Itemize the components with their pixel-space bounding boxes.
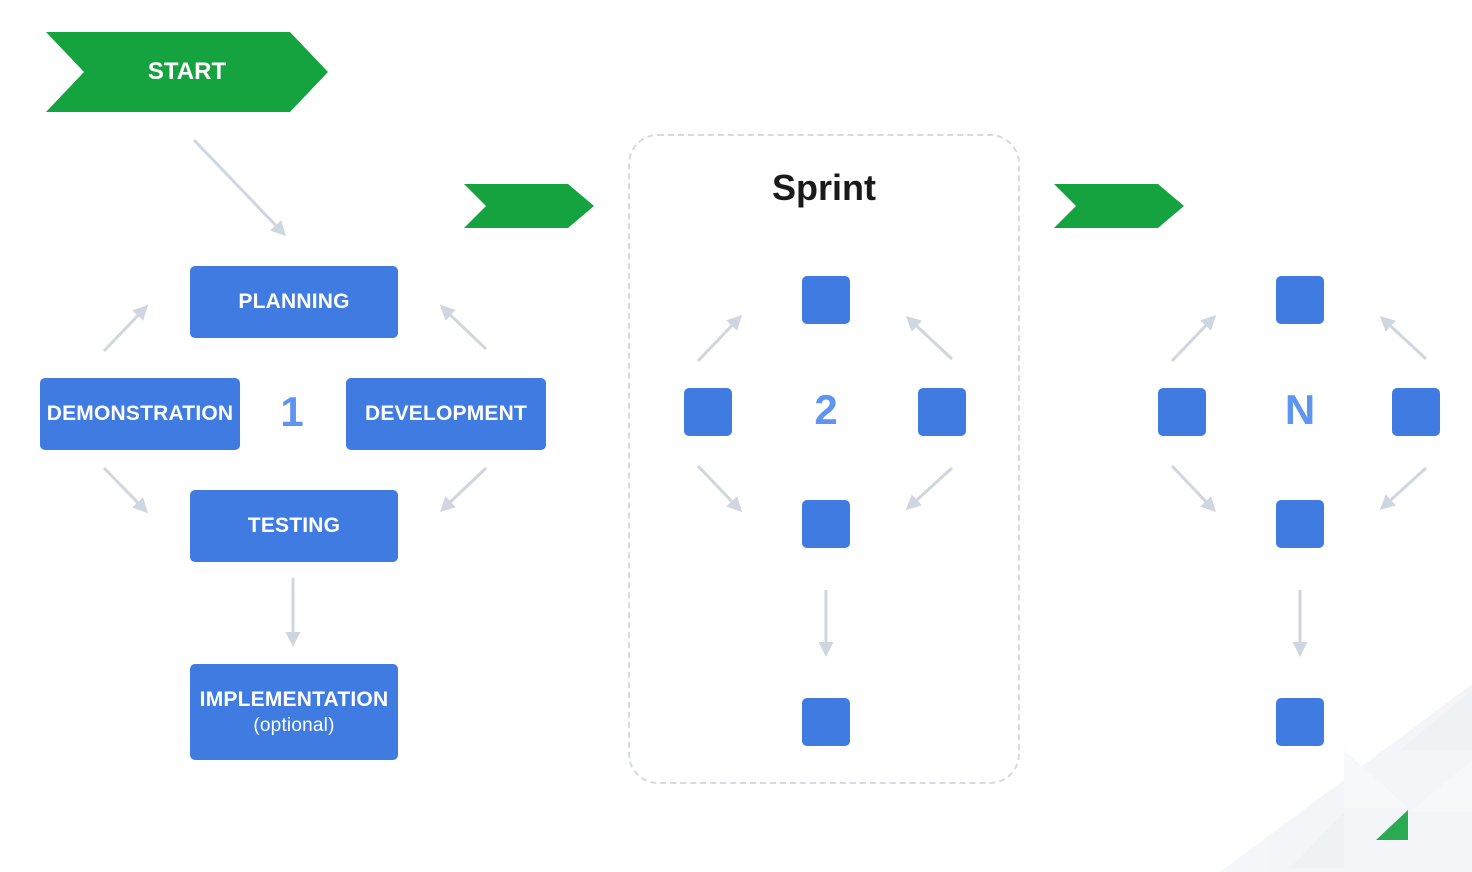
planning-box: PLANNING <box>190 266 398 338</box>
testing-box: TESTING <box>190 490 398 562</box>
green-triangle-icon <box>1376 810 1408 840</box>
chevron-to-sprint-n <box>1054 184 1184 228</box>
arrow-sn-right-to-top <box>1379 315 1428 361</box>
demonstration-label: DEMONSTRATION <box>46 402 234 425</box>
implementation-box: IMPLEMENTATION (optional) <box>190 664 398 760</box>
sprint-2-top-node <box>802 276 850 324</box>
sprint-1-number: 1 <box>280 388 304 435</box>
testing-label: TESTING <box>247 514 341 537</box>
sprint-title: Sprint <box>772 167 876 208</box>
development-label: DEVELOPMENT <box>364 402 528 425</box>
sprint-2-final-node <box>802 698 850 746</box>
development-box: DEVELOPMENT <box>346 378 546 450</box>
sprint-n-number: N <box>1284 386 1316 433</box>
implementation-note: (optional) <box>253 714 335 736</box>
sprint-n-final-node <box>1276 698 1324 746</box>
sprint-2-number: 2 <box>814 386 838 433</box>
sprint-n-bottom-node <box>1276 500 1324 548</box>
arrow-dev-to-planning <box>439 304 488 351</box>
arrow-s2-right-to-bottom <box>905 466 954 511</box>
implementation-label: IMPLEMENTATION <box>199 687 389 711</box>
sprint-n-top-node <box>1276 276 1324 324</box>
sprint-2-right-node <box>918 388 966 436</box>
arrow-demo-to-planning <box>102 304 149 353</box>
sprint-2-bottom-node <box>802 500 850 548</box>
arrow-s2-left-to-top <box>696 314 743 363</box>
corner-decoration <box>1220 684 1472 872</box>
sprint-n-right-node <box>1392 388 1440 436</box>
arrow-dev-to-testing <box>439 466 488 513</box>
start-chevron <box>46 32 328 112</box>
arrow-demo-to-testing <box>102 466 149 514</box>
arrow-sn-right-to-bottom <box>1379 466 1428 511</box>
arrow-sn-left-to-bottom <box>1170 464 1217 513</box>
arrow-s2-left-to-bottom <box>696 464 743 513</box>
sprint-2-frame <box>628 134 1020 784</box>
demonstration-box: DEMONSTRATION <box>40 378 240 450</box>
start-label: START <box>147 58 227 85</box>
arrow-sn-left-to-top <box>1170 314 1217 363</box>
sprint-2-left-node <box>684 388 732 436</box>
planning-label: PLANNING <box>238 290 350 313</box>
sprint-n-left-node <box>1158 388 1206 436</box>
arrow-s2-right-to-top <box>905 315 954 361</box>
chevron-to-sprint-2 <box>464 184 594 228</box>
arrow-start-to-planning <box>192 138 287 237</box>
